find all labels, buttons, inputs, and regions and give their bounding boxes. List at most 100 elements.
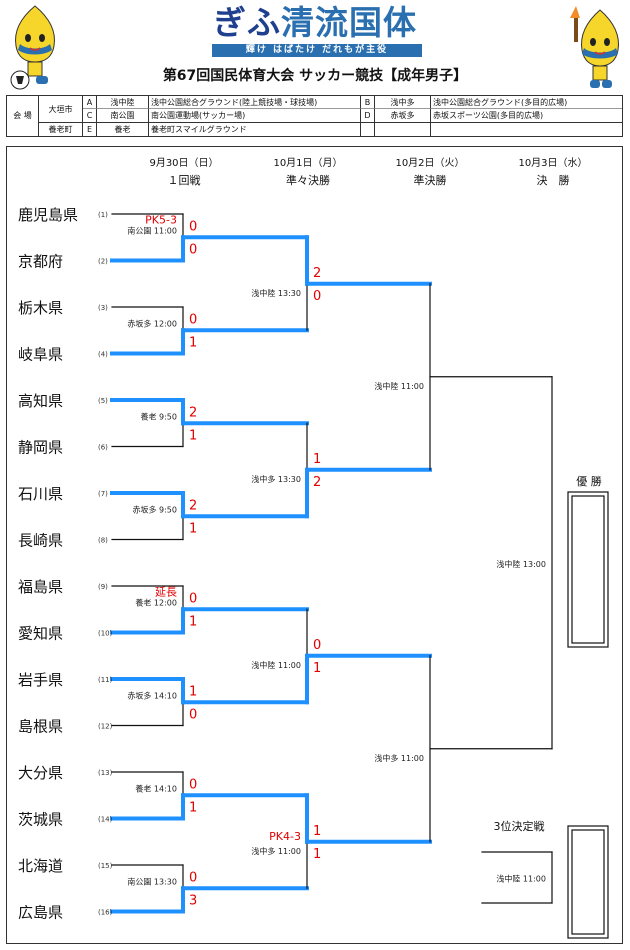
third-place-box xyxy=(567,825,609,939)
team-seed-number: (5) xyxy=(98,397,108,405)
venue-abbr-empty xyxy=(375,123,431,136)
match-venue-time: 浅中多 11:00 xyxy=(374,753,424,763)
match-venue-time: 浅中多 13:30 xyxy=(251,474,301,484)
team-name: 島根県 xyxy=(18,718,63,736)
match-score: 0 xyxy=(189,870,197,885)
venue-name: 南公園運動場(サッカー場) xyxy=(149,109,361,123)
match-note: 延長 xyxy=(155,585,177,598)
venue-table: 会 場 大垣市 養老町 A 浅中陸 浅中公園総合グラウンド(陸上競技場・球技場)… xyxy=(6,95,623,137)
match-score: 1 xyxy=(189,335,197,350)
match-venue-time: 養老 12:00 xyxy=(135,597,177,607)
venue-code: E xyxy=(83,123,97,136)
round-name: １回戦 xyxy=(168,174,201,187)
match-venue-time: 赤坂多 9:50 xyxy=(132,504,177,514)
venue-abbr: 浅中陸 xyxy=(97,96,149,109)
round-date: 10月2日（火） xyxy=(395,157,464,169)
team-name: 石川県 xyxy=(18,485,63,503)
match-venue-time: 南公園 13:30 xyxy=(127,876,177,886)
team-name: 福島県 xyxy=(18,578,63,596)
team-name: 鹿児島県 xyxy=(18,206,78,224)
final-venue-time: 浅中陸 13:00 xyxy=(496,559,546,569)
venue-label: 会 場 xyxy=(7,96,39,136)
third-place-venue-time: 浅中陸 11:00 xyxy=(496,874,546,884)
match-score: 3 xyxy=(189,893,197,908)
match-note: PK5-3 xyxy=(145,213,177,226)
round-date: 10月1日（月） xyxy=(273,157,342,169)
team-seed-number: (10) xyxy=(98,630,113,638)
match-score: 0 xyxy=(189,312,197,327)
mascot-right-icon xyxy=(570,6,619,88)
round-name: 決 勝 xyxy=(537,173,570,187)
match-score: 1 xyxy=(189,800,197,815)
team-name: 愛知県 xyxy=(18,625,63,643)
team-seed-number: (6) xyxy=(98,444,108,452)
page-title: 第67回国民体育大会 サッカー競技【成年男子】 xyxy=(162,68,468,84)
match-score: 0 xyxy=(189,707,197,722)
match-venue-time: 養老 9:50 xyxy=(140,411,177,421)
match-score: 0 xyxy=(189,219,197,234)
match-venue-time: 南公園 11:00 xyxy=(127,225,177,235)
venue-name: 赤坂スポーツ公園(多目的広場) xyxy=(431,109,622,123)
team-seed-number: (15) xyxy=(98,862,113,870)
match-score: 2 xyxy=(189,405,197,420)
team-seed-number: (4) xyxy=(98,351,108,359)
venue-city-ogaki: 大垣市 xyxy=(39,96,83,123)
match-venue-time: 浅中多 11:00 xyxy=(251,846,301,856)
team-seed-number: (2) xyxy=(98,258,108,266)
team-name: 広島県 xyxy=(18,904,63,922)
team-name: 茨城県 xyxy=(18,811,63,829)
team-seed-number: (16) xyxy=(98,909,113,917)
venue-city-yoro: 養老町 xyxy=(39,123,83,136)
third-place-box-inner xyxy=(571,829,605,935)
match-venue-time: 浅中陸 11:00 xyxy=(374,381,424,391)
champion-box xyxy=(567,491,609,648)
match-venue-time: 養老 14:10 xyxy=(135,783,177,793)
venue-code-empty xyxy=(361,123,375,136)
match-venue-time: 浅中陸 11:00 xyxy=(251,660,301,670)
match-score: 1 xyxy=(189,428,197,443)
match-score: 1 xyxy=(313,847,321,862)
match-score: 0 xyxy=(189,242,197,257)
venue-abbr: 養老 xyxy=(97,123,149,136)
match-score: 0 xyxy=(313,638,321,653)
champion-label: 優 勝 xyxy=(576,474,602,488)
team-seed-number: (11) xyxy=(98,676,113,684)
team-name: 高知県 xyxy=(18,392,63,410)
logo-title-a: ぎふ xyxy=(213,3,281,42)
team-seed-number: (9) xyxy=(98,583,108,591)
match-score: 0 xyxy=(189,777,197,792)
team-seed-number: (7) xyxy=(98,490,108,498)
mascot-left-icon xyxy=(10,5,55,90)
venue-abbr: 浅中多 xyxy=(375,96,431,109)
match-score: 1 xyxy=(313,452,321,467)
match-score: 1 xyxy=(189,614,197,629)
gifu-kokutai-logo: ぎふ清流国体 輝け はばたけ だれもが主役 xyxy=(190,4,440,58)
match-score: 1 xyxy=(189,684,197,699)
logo-title: ぎふ清流国体 xyxy=(190,4,440,42)
team-name: 北海道 xyxy=(18,857,63,875)
match-score: 2 xyxy=(313,475,321,490)
round-name: 準々決勝 xyxy=(286,173,330,187)
round-name: 準決勝 xyxy=(414,173,447,187)
match-score: 1 xyxy=(313,661,321,676)
match-score: 1 xyxy=(313,824,321,839)
venue-name: 浅中公園総合グラウンド(多目的広場) xyxy=(431,96,622,109)
team-name: 岐阜県 xyxy=(18,346,63,364)
round-date: 9月30日（日） xyxy=(149,157,218,169)
team-name: 静岡県 xyxy=(18,439,63,457)
match-score: 0 xyxy=(313,289,321,304)
team-seed-number: (13) xyxy=(98,769,113,777)
venue-name: 養老町スマイルグラウンド xyxy=(149,123,361,136)
champion-box-inner xyxy=(571,495,605,644)
venue-name: 浅中公園総合グラウンド(陸上競技場・球技場) xyxy=(149,96,361,109)
venue-abbr: 赤坂多 xyxy=(375,109,431,123)
venue-abbr: 南公園 xyxy=(97,109,149,123)
team-name: 岩手県 xyxy=(18,671,63,689)
team-seed-number: (1) xyxy=(98,211,108,219)
match-score: 0 xyxy=(189,591,197,606)
bracket-frame xyxy=(6,146,623,944)
venue-code: A xyxy=(83,96,97,109)
header: ぎふ清流国体 輝け はばたけ だれもが主役 第67回国民体育大会 サッカー競技【… xyxy=(0,0,630,95)
team-name: 栃木県 xyxy=(18,299,63,317)
